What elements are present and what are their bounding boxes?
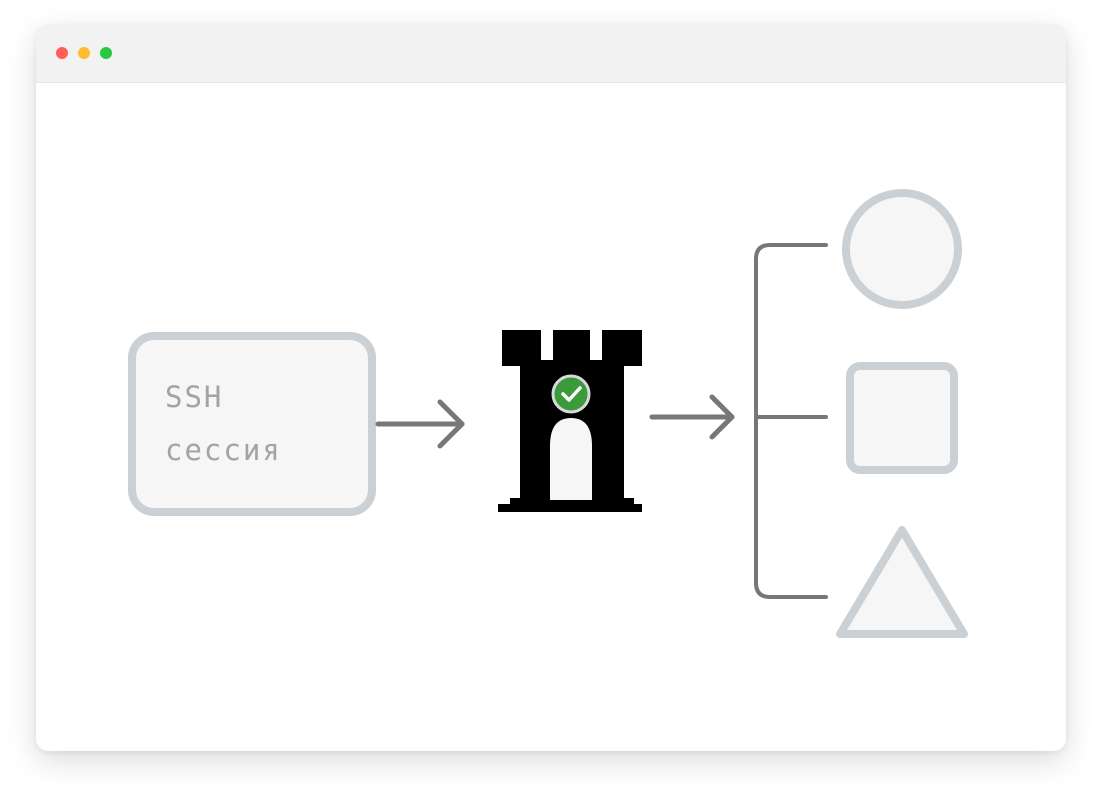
check-circle-icon [551, 374, 591, 414]
maximize-window-button[interactable] [100, 47, 112, 59]
minimize-window-button[interactable] [78, 47, 90, 59]
target-square [846, 362, 958, 474]
title-bar [36, 24, 1066, 83]
target-triangle [836, 526, 968, 638]
arrow-to-branches [649, 394, 735, 440]
ssh-session-label-line2: сессия [165, 433, 282, 467]
castle-tower-icon [498, 330, 642, 512]
arrow-to-gateway [375, 399, 465, 449]
ssh-session-box: SSH сессия [128, 332, 376, 516]
target-circle [842, 189, 962, 309]
ssh-session-label-line1: SSH [165, 380, 223, 414]
tower-gate [550, 418, 592, 500]
close-window-button[interactable] [56, 47, 68, 59]
branch-connector [754, 243, 828, 599]
